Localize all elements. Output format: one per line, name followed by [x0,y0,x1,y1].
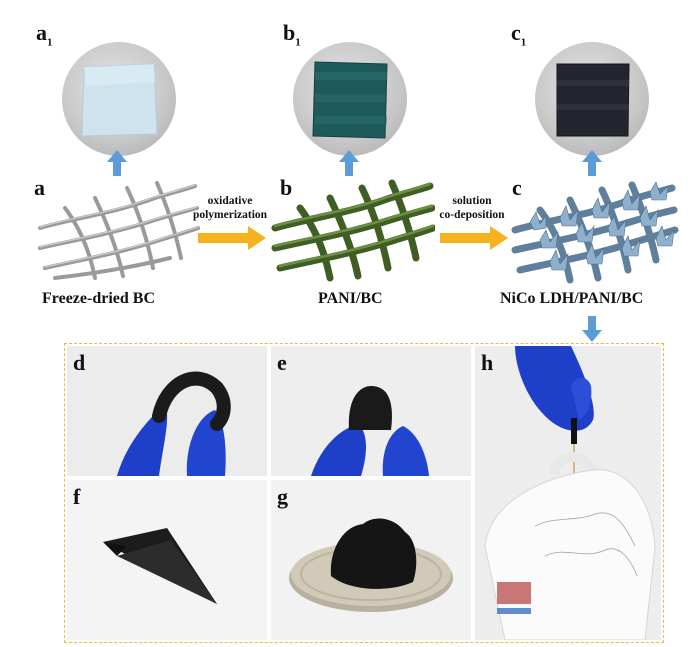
panel-label-b1: b1 [283,20,301,49]
arrow-down-icon-c [582,316,602,342]
arrow-label-oxidative-polymerization: oxidative polymerization [192,195,268,221]
photo-folding: e [271,346,471,476]
caption-pani-bc: PANI/BC [318,290,383,307]
arrow-up-icon-a [107,150,127,176]
panel-label-c1: c1 [511,20,527,49]
panel-label-c: c [512,175,522,200]
photo-on-coin: g [271,480,471,640]
panel-label-a1: a1 [36,20,53,49]
photo-paper-plane: f [67,480,267,640]
panel-label-d: d [73,350,86,375]
panel-label-f: f [73,484,81,509]
arrow-up-icon-b [339,150,359,176]
nico-ldh-fiber-mesh [511,181,679,284]
photo-pani-bc [293,42,407,156]
arrow-right-icon-ab [198,226,266,250]
caption-nico-ldh-pani-bc: NiCo LDH/PANI/BC [500,290,644,307]
photo-nico-ldh-pani-bc [535,42,649,156]
photo-panel-frame [64,343,664,643]
panel-label-g: g [277,484,288,509]
panel-label-h: h [481,350,494,375]
arrow-right-icon-bc [440,226,508,250]
panel-label-e: e [277,350,287,375]
arrow-up-icon-c [582,150,602,176]
bc-fiber-mesh [38,181,200,280]
panel-label-b: b [280,175,293,200]
caption-freeze-dried-bc: Freeze-dried BC [42,290,155,307]
photo-freeze-dried-bc [62,42,176,156]
photo-bending: d [67,346,267,476]
pani-bc-fiber-mesh [271,179,435,282]
arrow-label-solution-co-deposition: solution co-deposition [439,195,505,221]
photo-lifting-mug: h [475,346,661,640]
panel-label-a: a [34,175,45,200]
